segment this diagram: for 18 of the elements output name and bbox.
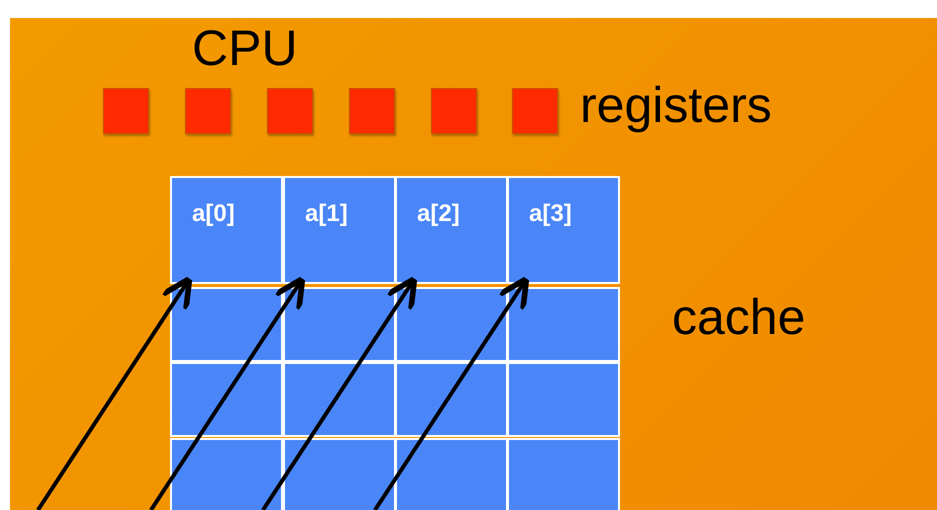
- arrow: [261, 276, 418, 510]
- register-square: [103, 88, 149, 134]
- register-square: [349, 88, 395, 134]
- cache-cell: a[2]: [395, 176, 508, 284]
- cache-cell: a[3]: [507, 176, 620, 284]
- register-square: [267, 88, 313, 134]
- arrow: [149, 276, 306, 510]
- arrow: [36, 276, 192, 510]
- cpu-panel: [10, 18, 937, 510]
- register-square: [431, 88, 477, 134]
- arrow: [373, 276, 530, 510]
- cache-label: cache: [672, 292, 806, 342]
- panel-title: CPU: [192, 23, 298, 73]
- register-square: [512, 88, 558, 134]
- registers-label: registers: [580, 80, 772, 130]
- cache-cell: a[1]: [283, 176, 396, 284]
- cache-cell: a[0]: [170, 176, 283, 284]
- register-square: [185, 88, 231, 134]
